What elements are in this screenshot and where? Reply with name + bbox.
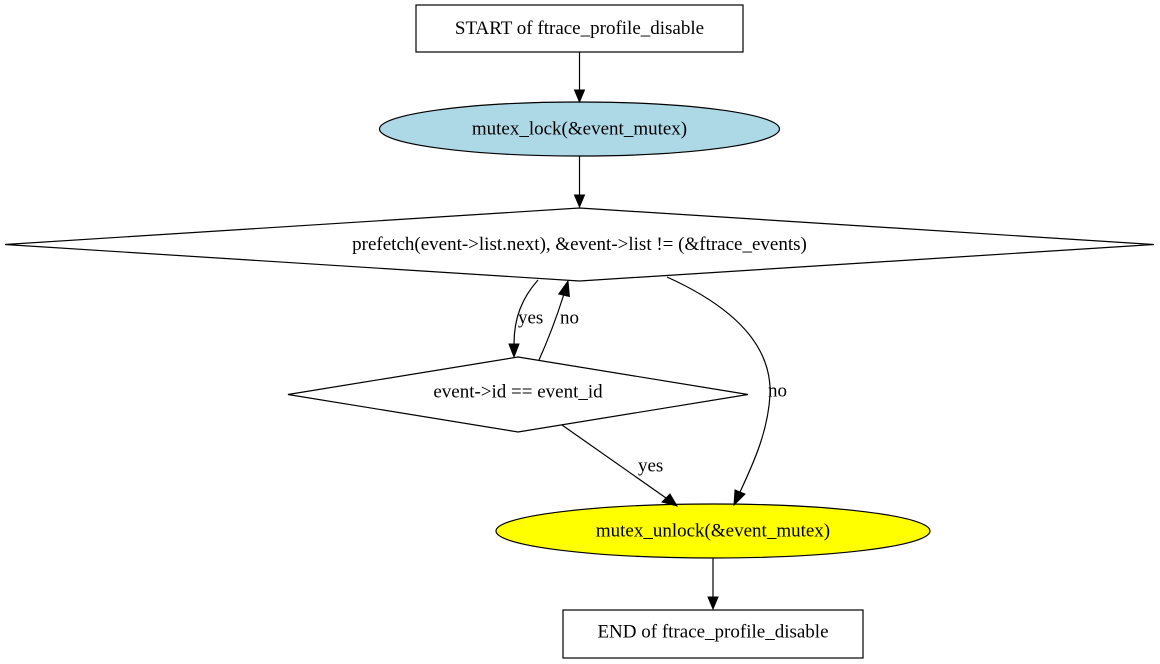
edge-id-yes-label: yes bbox=[638, 456, 663, 477]
edge-loop-yes-line bbox=[513, 279, 539, 345]
edge-id-yes-line bbox=[561, 424, 667, 499]
edge-unlock-to-end bbox=[707, 558, 719, 611]
edge-id-no-arrowhead bbox=[557, 279, 570, 298]
mutex-lock-label: mutex_lock(&event_mutex) bbox=[472, 119, 687, 140]
loop-condition-node: prefetch(event->list.next), &event->list… bbox=[4, 207, 1155, 282]
loop-condition-diamond bbox=[4, 207, 1155, 282]
edge-id-no-line bbox=[538, 293, 565, 361]
mutex-unlock-label: mutex_unlock(&event_mutex) bbox=[596, 521, 830, 542]
edge-loop-yes: yes bbox=[508, 279, 543, 359]
loop-condition-label: prefetch(event->list.next), &event->list… bbox=[352, 234, 807, 255]
edge-id-yes: yes bbox=[561, 424, 679, 507]
start-node-box bbox=[415, 4, 744, 53]
start-node: START of ftrace_profile_disable bbox=[415, 4, 744, 53]
edge-start-to-lock-arrowhead bbox=[573, 89, 586, 104]
id-check-node: event->id == event_id bbox=[287, 356, 749, 433]
id-check-diamond bbox=[287, 356, 749, 433]
edge-id-no: no bbox=[538, 279, 579, 361]
mutex-unlock-node: mutex_unlock(&event_mutex) bbox=[495, 503, 931, 559]
edge-unlock-to-end-arrowhead bbox=[707, 596, 719, 611]
end-node: END of ftrace_profile_disable bbox=[562, 609, 864, 659]
edge-id-no-label: no bbox=[560, 308, 579, 329]
end-node-box bbox=[562, 609, 864, 659]
edge-start-to-lock bbox=[573, 52, 586, 104]
mutex-lock-node: mutex_lock(&event_mutex) bbox=[378, 101, 781, 157]
id-check-label: event->id == event_id bbox=[433, 382, 603, 403]
edge-lock-to-loop-arrowhead bbox=[573, 194, 586, 209]
edge-loop-no-arrowhead bbox=[733, 489, 746, 507]
end-node-label: END of ftrace_profile_disable bbox=[597, 622, 828, 643]
start-node-label: START of ftrace_profile_disable bbox=[455, 18, 704, 39]
edge-loop-no: no bbox=[666, 276, 787, 507]
edge-loop-yes-label: yes bbox=[518, 308, 543, 329]
edge-loop-yes-arrowhead bbox=[508, 343, 520, 359]
edge-id-yes-arrowhead bbox=[661, 493, 679, 507]
edge-loop-no-label: no bbox=[768, 381, 787, 402]
edge-lock-to-loop bbox=[573, 156, 586, 209]
edge-loop-no-line bbox=[666, 276, 771, 493]
